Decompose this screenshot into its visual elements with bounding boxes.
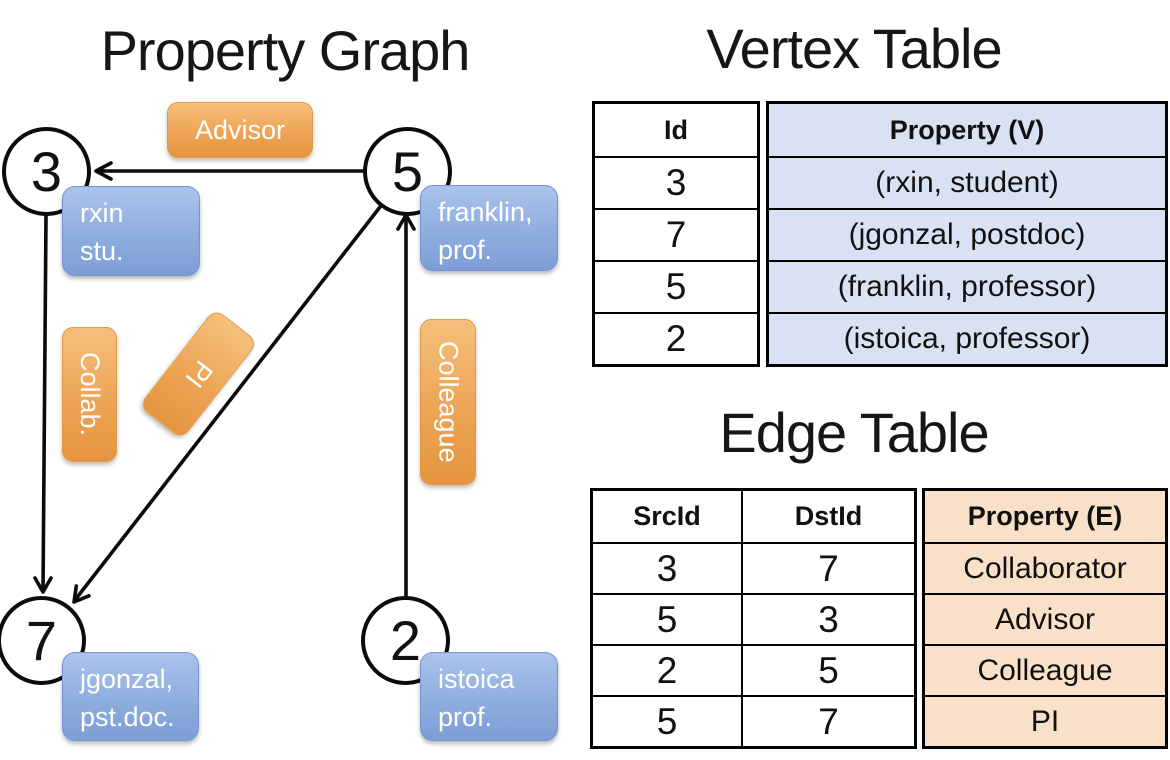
- vertex-card-jgonzal: jgonzal, pst.doc.: [62, 652, 199, 741]
- edge-table-property-cell: PI: [925, 695, 1165, 746]
- vertex-card-rxin-line2: stu.: [80, 236, 124, 266]
- vertex-card-franklin: franklin, prof.: [420, 185, 558, 271]
- vertex-table-id-cell: 7: [595, 208, 757, 260]
- edge-table-dstid-cell: 7: [741, 695, 914, 746]
- vertex-table-property-cell: (istoica, professor): [769, 312, 1165, 364]
- vertex-card-jgonzal-line2: pst.doc.: [80, 702, 175, 732]
- edge-line-3-7: [41, 214, 48, 593]
- vertex-card-istoica: istoica prof.: [420, 652, 558, 741]
- vertex-card-rxin-line1: rxin: [80, 198, 124, 228]
- vertex-card-istoica-line2: prof.: [438, 702, 493, 732]
- node-circle-2: 2: [361, 596, 450, 685]
- vertex-table-id-header: Id: [664, 114, 688, 145]
- edge-arrowhead-5-3: [94, 161, 113, 181]
- vertex-table-property-cell: (rxin, student): [769, 156, 1165, 208]
- vertex-table-id-column: Id 3 7 5 2: [592, 101, 760, 367]
- property-graph-title: Property Graph: [100, 19, 471, 82]
- vertex-table-property-cell: (franklin, professor): [769, 260, 1165, 312]
- edge-table-dstid-cell: 5: [741, 644, 914, 695]
- edge-table-property-header: Property (E): [967, 501, 1123, 531]
- vertex-card-franklin-line2: prof.: [438, 235, 493, 265]
- vertex-card-rxin: rxin stu.: [62, 186, 200, 276]
- graph-edges-svg: [33, 161, 416, 604]
- vertex-card-jgonzal-line1: jgonzal,: [80, 664, 174, 694]
- vertex-table-id-cell: 3: [595, 156, 757, 208]
- edge-table-srcid-cell: 5: [593, 695, 741, 746]
- edge-table-property-cell: Advisor: [925, 593, 1165, 644]
- edge-arrowhead-5-7: [72, 584, 91, 604]
- edge-label-collab: Collab.: [62, 327, 117, 462]
- edge-table-srcid-cell: 3: [593, 542, 741, 593]
- edge-table-id-columns: SrcId DstId 3 7 5 3 2 5 5 7: [590, 488, 917, 749]
- edge-table-srcid-cell: 5: [593, 593, 741, 644]
- node-id-7: 7: [25, 609, 58, 672]
- edge-line-5-7: [73, 205, 382, 602]
- vertex-card-istoica-line1: istoica: [438, 664, 515, 694]
- edge-table-property-cell: Colleague: [925, 644, 1165, 695]
- edge-table-property-column: Property (E) Collaborator Advisor Collea…: [922, 488, 1168, 749]
- edge-table-dstid-header: DstId: [741, 491, 914, 542]
- vertex-table-id-cell: 2: [595, 312, 757, 364]
- edge-table-srcid-cell: 2: [593, 644, 741, 695]
- edge-table-dstid-cell: 3: [741, 593, 914, 644]
- edge-label-advisor: Advisor: [167, 102, 313, 158]
- vertex-card-franklin-line1: franklin,: [438, 197, 533, 227]
- node-id-2: 2: [389, 609, 422, 672]
- edge-table-dstid-cell: 7: [741, 542, 914, 593]
- node-id-5: 5: [391, 140, 424, 203]
- vertex-table-property-header: Property (V): [889, 114, 1045, 145]
- vertex-table-id-cell: 5: [595, 260, 757, 312]
- edge-table-title: Edge Table: [719, 401, 989, 464]
- edge-label-colleague: Colleague: [420, 319, 476, 485]
- edge-arrowhead-3-7: [33, 576, 53, 594]
- edge-table-property-cell: Collaborator: [925, 542, 1165, 593]
- edge-table-srcid-header: SrcId: [633, 501, 701, 531]
- vertex-table-title: Vertex Table: [706, 17, 1002, 80]
- vertex-table-property-cell: (jgonzal, postdoc): [769, 208, 1165, 260]
- node-id-3: 3: [30, 140, 63, 203]
- vertex-table-property-column: Property (V) (rxin, student) (jgonzal, p…: [766, 101, 1168, 367]
